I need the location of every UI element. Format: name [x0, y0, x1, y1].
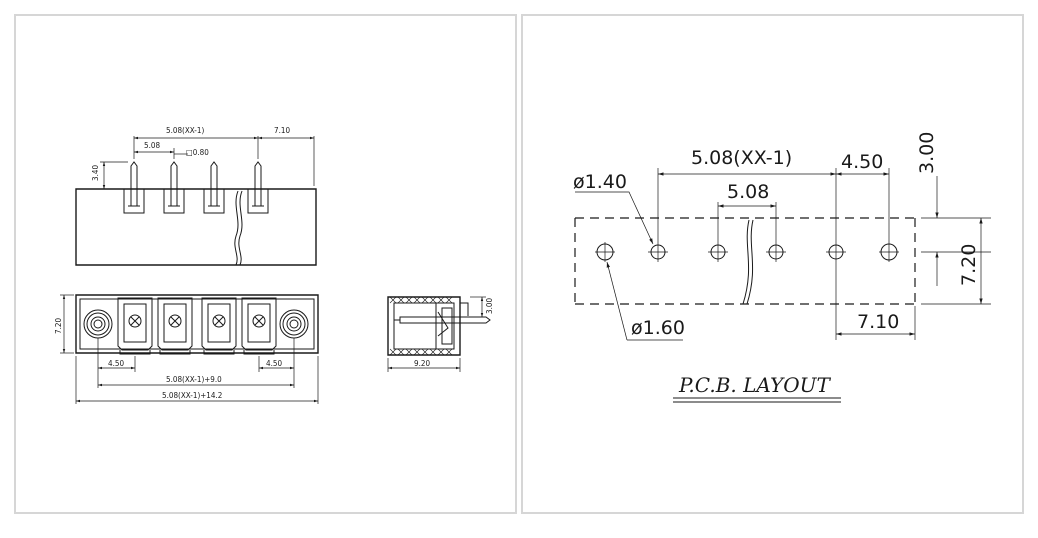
front-height-label: 7.20	[54, 318, 63, 334]
pcb-pitch-label: 5.08	[727, 181, 769, 203]
right-drawing-panel: 5.08(XX-1) 4.50 5.08 3.00 7.20 7.10	[521, 14, 1024, 514]
hole-large-left	[595, 242, 615, 262]
hole-1	[648, 242, 668, 262]
hole-2	[708, 242, 728, 262]
pcb-dimensions: 5.08(XX-1) 4.50 5.08 3.00 7.20 7.10	[573, 132, 991, 341]
front-edge-right-label: 4.50	[266, 359, 282, 368]
pcb-end-length-label: 7.10	[857, 311, 899, 333]
hole-large-right	[879, 242, 899, 262]
front-inner-length-label: 5.08(XX-1)+9.0	[166, 375, 222, 384]
front-view: 7.20 4.50 4.50 5.08(XX-1)+9.0 5.08(XX-1)…	[54, 294, 319, 404]
pcb-layout-drawing: 5.08(XX-1) 4.50 5.08 3.00 7.20 7.10	[573, 132, 991, 403]
pcb-height-label: 7.20	[958, 244, 980, 286]
top-pin-height-label: 3.40	[91, 165, 100, 181]
front-edge-left-label: 4.50	[108, 359, 124, 368]
top-end-offset-label: 7.10	[274, 126, 290, 135]
pcb-offset-label: 4.50	[841, 151, 883, 173]
hole-3	[766, 242, 786, 262]
pcb-hole-large-label: ø1.60	[631, 317, 685, 339]
top-pitch-total-label: 5.08(XX-1)	[166, 126, 204, 135]
pcb-pitch-total-label: 5.08(XX-1)	[691, 147, 792, 169]
pcb-hole-small-label: ø1.40	[573, 171, 627, 193]
pcb-top-offset-label: 3.00	[916, 132, 938, 174]
side-view: 3.00 9.20	[387, 296, 494, 372]
hole-4	[826, 242, 846, 262]
top-view: 5.08(XX-1) 7.10 5.08 □0.80 3.40	[75, 126, 317, 266]
top-pitch-label: 5.08	[144, 141, 160, 150]
pins	[130, 161, 262, 206]
left-drawing-panel: 5.08(XX-1) 7.10 5.08 □0.80 3.40	[14, 14, 517, 514]
pcb-holes	[595, 242, 899, 262]
terminal-slots	[117, 297, 277, 355]
side-height-label: 3.00	[485, 298, 494, 314]
top-pin-square-label: □0.80	[186, 148, 209, 157]
front-overall-length-label: 5.08(XX-1)+14.2	[162, 391, 222, 400]
side-depth-label: 9.20	[414, 359, 430, 368]
mechanical-drawing: 5.08(XX-1) 7.10 5.08 □0.80 3.40	[54, 126, 494, 404]
pcb-layout-title: P.C.B. LAYOUT	[673, 373, 841, 403]
pcb-title-text: P.C.B. LAYOUT	[678, 373, 831, 397]
pin-housings	[123, 189, 269, 214]
pcb-outline	[574, 217, 916, 305]
